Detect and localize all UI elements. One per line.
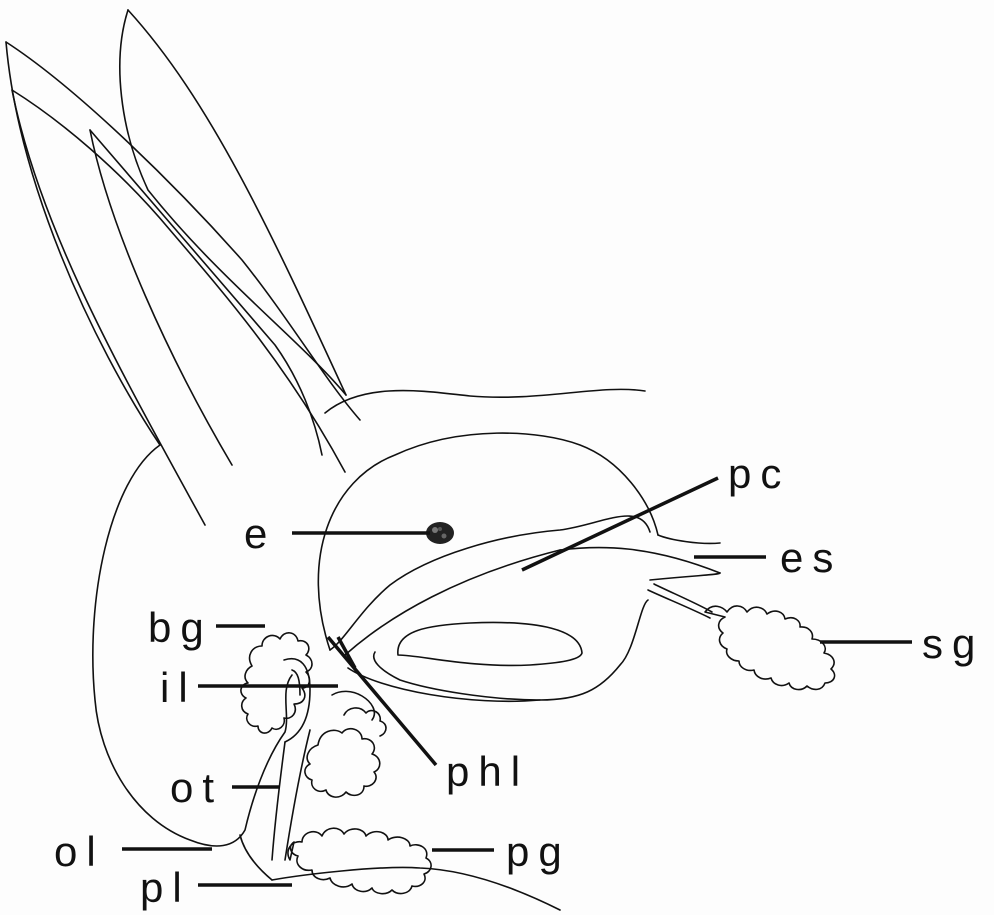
pharynx-fold-inner — [398, 622, 582, 665]
pharynx-cavity-lower — [650, 573, 720, 580]
appendage-outer — [120, 10, 346, 395]
buccal-gland — [241, 633, 312, 733]
salivary-duct-a — [648, 590, 710, 618]
leader-pc — [522, 478, 718, 570]
label-phl: phl — [446, 748, 529, 795]
inner-lip — [332, 691, 374, 720]
label-pc: pc — [728, 450, 790, 497]
label-il: il — [160, 664, 197, 711]
appendage-left-inner — [12, 90, 205, 525]
buccal-gland-duct-inner — [292, 670, 300, 695]
label-bg: bg — [148, 604, 213, 651]
ventral-line-left — [240, 835, 272, 880]
appendage-mid — [90, 130, 232, 465]
eye-spot — [426, 522, 454, 544]
salivary-duct-b — [654, 584, 712, 612]
label-ot: ot — [170, 764, 223, 811]
label-e: e — [244, 510, 276, 557]
label-pl: pl — [140, 864, 191, 911]
pharyngeal-cluster-inner — [344, 708, 386, 736]
leader-phl — [328, 637, 436, 765]
salivary-gland — [705, 606, 835, 690]
oral-tube-right — [285, 730, 310, 860]
oral-tube — [272, 742, 285, 860]
label-pg: pg — [506, 828, 571, 875]
appendage-left-outer — [6, 42, 160, 445]
label-es: es — [780, 534, 842, 581]
esophagus-bottom — [560, 547, 720, 573]
pharyngeal-cluster — [305, 729, 380, 797]
label-ol: ol — [54, 828, 105, 875]
pharynx-fold — [374, 600, 648, 700]
appendage-mid-top — [90, 130, 322, 455]
label-sg: sg — [922, 620, 984, 667]
appendage-right — [128, 10, 346, 395]
specimen-outline — [6, 10, 835, 910]
esophagus-top — [658, 535, 720, 543]
appendage-left-inner-top — [12, 90, 345, 472]
posterior-gland — [288, 828, 431, 893]
dorsal-line — [325, 389, 645, 413]
